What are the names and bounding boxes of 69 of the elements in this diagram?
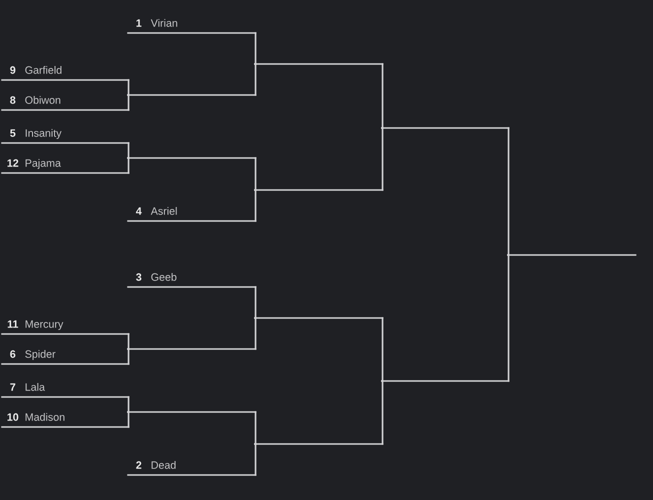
seed-number: 6 <box>10 350 16 358</box>
seed-number: 10 <box>8 413 18 421</box>
bracket-connector <box>381 63 384 129</box>
bracket-slot <box>1 66 130 81</box>
team-name: Lala <box>26 383 45 391</box>
bracket-line <box>254 63 384 65</box>
bracket-connector <box>254 411 256 445</box>
bracket-line <box>127 348 256 350</box>
bracket-line <box>507 254 636 256</box>
team-name: Dead <box>152 461 176 469</box>
bracket-connector <box>127 411 130 428</box>
bracket-connector <box>254 63 256 96</box>
bracket-line <box>254 189 384 191</box>
bracket-slot <box>1 350 130 365</box>
bracket-line <box>381 127 510 129</box>
team-name: Spider <box>25 350 56 360</box>
bracket-slot <box>1 129 130 144</box>
team-name: Asriel <box>150 207 177 215</box>
seed-number: 8 <box>10 96 16 104</box>
bracket-connector <box>254 189 256 222</box>
team-name: Pajama <box>26 159 61 169</box>
bracket-slot <box>127 19 256 34</box>
bracket-slot <box>1 159 130 174</box>
seed-number: 7 <box>10 383 16 391</box>
bracket-line <box>127 157 256 159</box>
bracket-slot <box>1 413 130 428</box>
team-name: Madison <box>26 413 64 421</box>
bracket-slot <box>127 461 256 476</box>
bracket-connector <box>127 94 130 111</box>
seed-number: 4 <box>136 207 142 215</box>
bracket-slot <box>127 273 256 288</box>
bracket-slot <box>1 96 130 111</box>
bracket-slot <box>127 207 256 222</box>
bracket-line <box>127 411 256 413</box>
bracket-connector <box>507 127 510 256</box>
team-name: Garfield <box>25 66 62 74</box>
bracket-connector <box>127 157 130 174</box>
team-name: Mercury <box>26 320 64 330</box>
bracket-connector <box>254 317 256 350</box>
bracket-connector <box>381 380 384 445</box>
bracket-connector <box>127 396 130 413</box>
bracket-slot <box>1 320 130 335</box>
seed-number: 12 <box>8 159 18 167</box>
bracket-line <box>254 443 384 445</box>
team-name: Insanity <box>26 129 62 139</box>
bracket-connector <box>127 142 130 159</box>
seed-number: 2 <box>136 461 142 469</box>
bracket-connector <box>254 157 256 191</box>
bracket-line <box>127 94 256 96</box>
bracket-connector <box>127 348 130 365</box>
team-name: Virian <box>150 19 178 27</box>
bracket-slot <box>1 383 130 398</box>
seed-number: 3 <box>136 273 142 281</box>
bracket-connector <box>127 79 130 96</box>
seed-number: 5 <box>10 129 16 137</box>
bracket-connector <box>507 254 510 382</box>
team-name: Geeb <box>151 273 176 281</box>
seed-number: 11 <box>8 320 18 328</box>
team-name: Obiwon <box>25 96 60 104</box>
bracket-line <box>254 317 384 319</box>
bracket-connector <box>254 286 256 319</box>
bracket-connector <box>381 317 384 382</box>
seed-number: 9 <box>10 66 16 74</box>
bracket-connector <box>381 127 384 191</box>
bracket-connector <box>254 443 256 476</box>
bracket-line <box>381 380 510 382</box>
bracket-connector <box>254 32 256 65</box>
seed-number: 1 <box>136 19 142 27</box>
bracket-connector <box>127 333 130 350</box>
